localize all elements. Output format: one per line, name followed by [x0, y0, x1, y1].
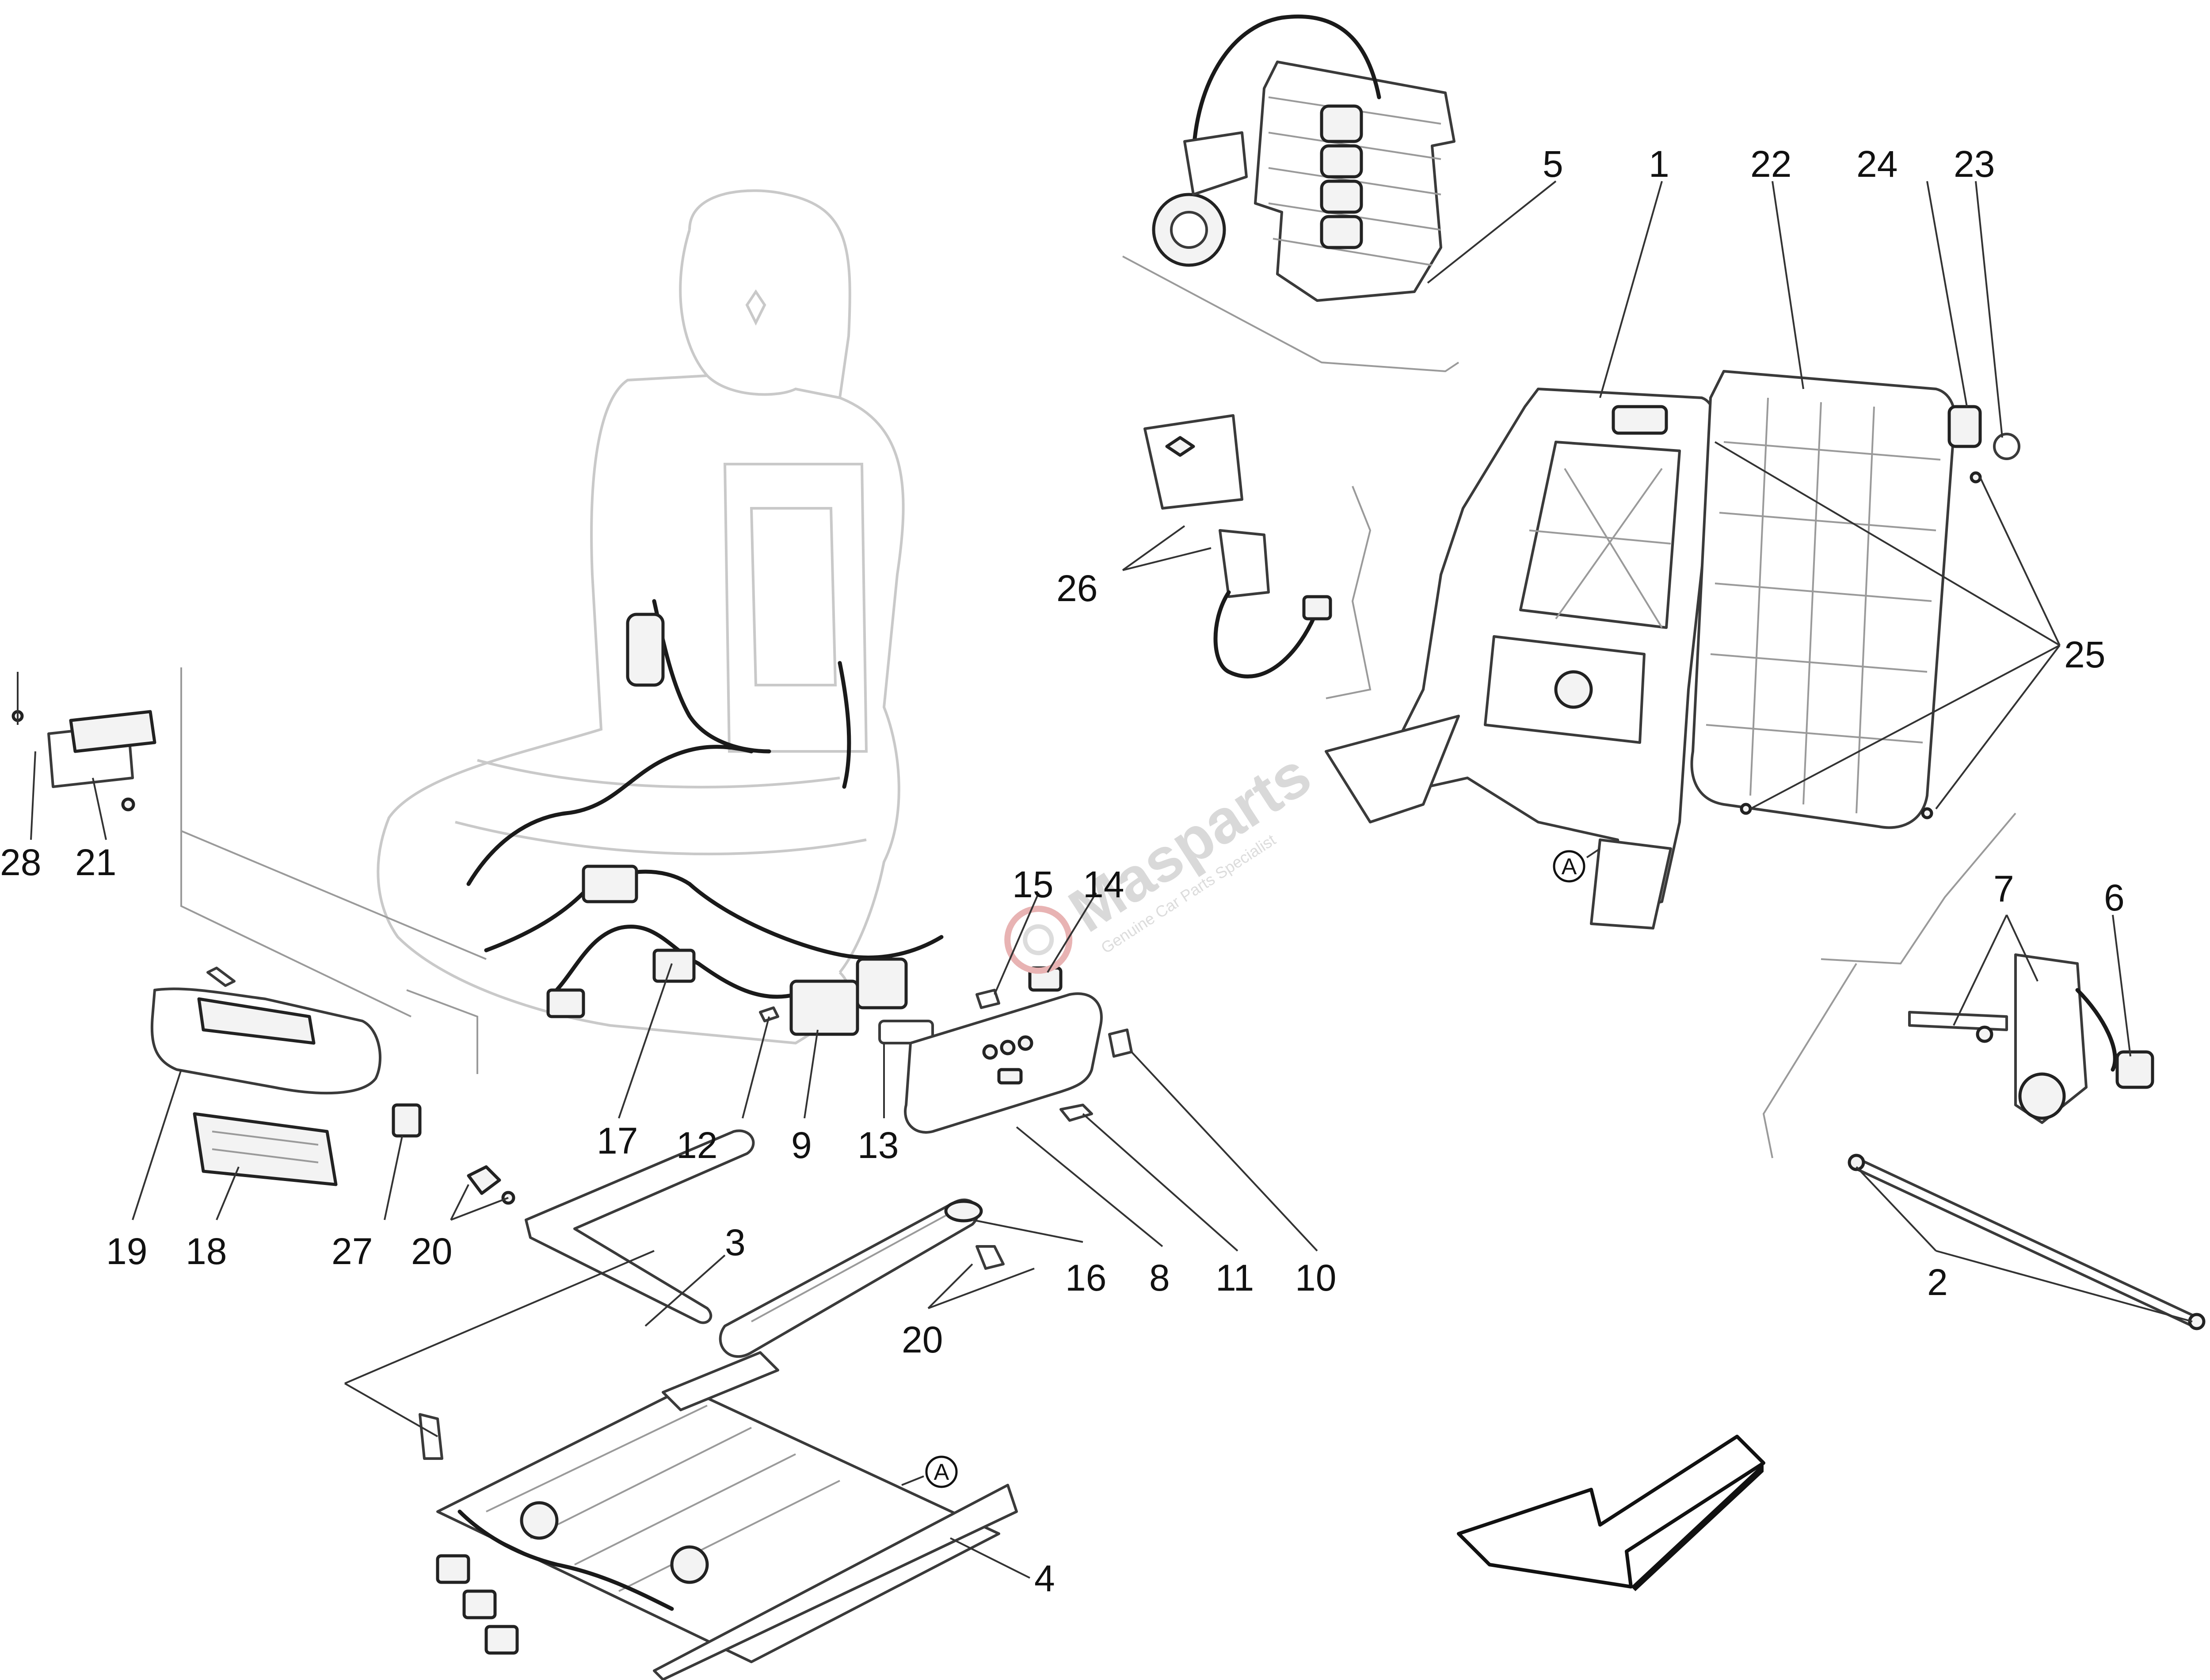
- callout-18: 18: [186, 1230, 227, 1272]
- svg-text:A: A: [1562, 854, 1577, 880]
- callout-14: 14: [1083, 864, 1124, 905]
- callout-21: 21: [75, 842, 116, 883]
- callout-28: 28: [0, 842, 41, 883]
- callout-5: 5: [1543, 143, 1563, 185]
- callout-13: 13: [857, 1124, 899, 1166]
- grommet-and-bolts: [206, 967, 1005, 1270]
- backrest-frame: [1325, 388, 1718, 930]
- leader-lines: [30, 180, 2193, 1579]
- callout-2: 2: [1927, 1261, 1948, 1303]
- watermark-brand: Masparts: [1057, 739, 1322, 945]
- backrest-back-panel: [1690, 370, 1957, 829]
- reference-marker-a-track: A: [901, 1455, 958, 1488]
- callout-8: 8: [1149, 1257, 1170, 1299]
- callout-26: 26: [1056, 568, 1097, 609]
- callout-12: 12: [676, 1124, 717, 1166]
- lumbar-support: [1152, 14, 1456, 302]
- callout-7: 7: [1993, 868, 2014, 910]
- seat-track-base: [419, 1351, 1018, 1680]
- callout-27: 27: [332, 1230, 373, 1272]
- callout-9: 9: [791, 1124, 812, 1166]
- section-frames: [180, 255, 2016, 1158]
- callout-23: 23: [1954, 143, 1995, 185]
- callout-11: 11: [1216, 1257, 1254, 1299]
- callout-17: 17: [597, 1120, 638, 1162]
- callout-19: 19: [106, 1230, 147, 1272]
- callout-20-lower: 20: [902, 1319, 943, 1360]
- callout-15: 15: [1012, 864, 1053, 905]
- reference-marker-a-backrest: A: [1553, 848, 1601, 883]
- cushion-heating-pad: [193, 1112, 338, 1186]
- torsion-rod: [1848, 1154, 2206, 1330]
- watermark-gear-icon: [1004, 906, 1073, 974]
- bracket-26: [1143, 414, 1332, 678]
- clip-27: [392, 1103, 422, 1138]
- svg-text:A: A: [934, 1459, 949, 1485]
- callout-24: 24: [1856, 143, 1898, 185]
- callout-16: 16: [1065, 1257, 1106, 1299]
- callout-10: 10: [1295, 1257, 1336, 1299]
- recliner-motor: [1908, 953, 2154, 1124]
- callout-22: 22: [1750, 143, 1791, 185]
- seat-wiring-harness: [466, 599, 944, 1018]
- callout-3: 3: [725, 1222, 746, 1263]
- callout-1: 1: [1649, 143, 1669, 185]
- callout-4: 4: [1034, 1558, 1055, 1599]
- callout-20-left: 20: [411, 1230, 452, 1272]
- front-cushion-cover: [150, 987, 381, 1095]
- small-fasteners: [1740, 405, 2020, 819]
- seat-ghost-outline: [377, 189, 905, 1045]
- armrest-pad-21: [11, 672, 156, 811]
- side-trim-panel: [904, 992, 1133, 1134]
- callout-labels: 1 2 3 4 5 6 7 8 9 10 11 12 13 14 15 16 1…: [0, 143, 2125, 1599]
- callout-25: 25: [2064, 634, 2105, 675]
- callout-6: 6: [2104, 877, 2125, 918]
